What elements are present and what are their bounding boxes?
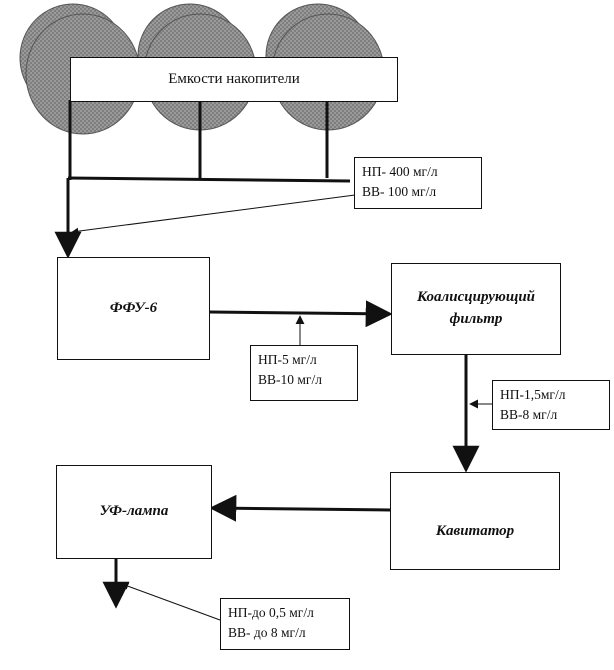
note-after-filter-line2: ВВ-8 мг/л xyxy=(500,406,558,422)
note-pointers xyxy=(71,194,492,621)
coalescing-filter-box: Коалисцирующий фильтр xyxy=(391,263,561,355)
coalescing-filter-label-line1: Коалисцирующий xyxy=(416,289,536,306)
note-after-ffu-line2: ВВ-10 мг/л xyxy=(258,371,322,387)
collector-pipes xyxy=(67,100,351,183)
pointer-inlet xyxy=(71,194,356,235)
storage-tanks-label: Емкости накопители xyxy=(70,57,398,102)
coalescing-filter-label-line2: фильтр xyxy=(449,311,503,327)
ffu-unit-box: ФФУ-6 xyxy=(57,257,210,360)
note-after-ffu-line1: НП-5 мг/л xyxy=(258,352,317,367)
note-after-filter-line1: НП-1,5мг/л xyxy=(500,387,566,402)
storage-tanks-label-text: Емкости накопители xyxy=(168,71,300,87)
note-after-filter-concentration: НП-1,5мг/л ВВ-8 мг/л xyxy=(492,380,610,430)
cavitator-box: Кавитатор xyxy=(390,472,560,570)
ffu-unit-label: ФФУ-6 xyxy=(109,299,158,316)
uv-lamp-label: УФ-лампа xyxy=(99,503,169,520)
note-outlet-line2: ВВ- до 8 мг/л xyxy=(228,624,306,640)
pointer-outlet xyxy=(121,582,221,621)
cavitator-label: Кавитатор xyxy=(435,523,515,540)
arrow-cavitator-to-uv xyxy=(209,494,391,522)
note-outlet-concentration: НП-до 0,5 мг/л ВВ- до 8 мг/л xyxy=(220,598,350,650)
note-inlet-line1: НП- 400 мг/л xyxy=(362,164,438,179)
arrow-ffu-to-filter xyxy=(209,300,393,328)
uv-lamp-box: УФ-лампа xyxy=(56,465,212,559)
note-inlet-concentration: НП- 400 мг/л ВВ- 100 мг/л xyxy=(354,157,482,209)
flow-arrows xyxy=(54,178,480,609)
note-inlet-line2: ВВ- 100 мг/л xyxy=(362,183,437,199)
note-after-ffu-concentration: НП-5 мг/л ВВ-10 мг/л xyxy=(250,345,358,401)
note-outlet-line1: НП-до 0,5 мг/л xyxy=(228,605,314,620)
